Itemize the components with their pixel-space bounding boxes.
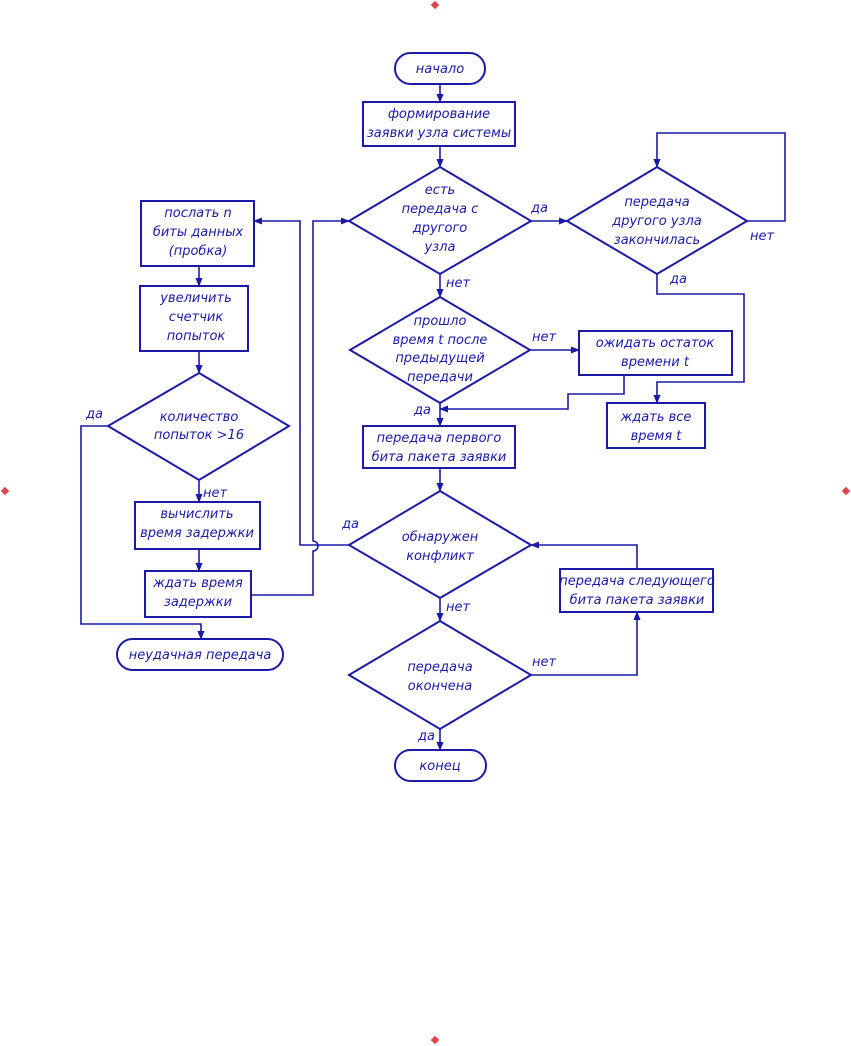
bottom-marker bbox=[430, 1035, 440, 1045]
attempts-yes-label: да bbox=[85, 407, 103, 422]
tx-done-no-label: нет bbox=[532, 655, 556, 670]
time-passed-label-4: передачи bbox=[407, 370, 473, 385]
start-terminal bbox=[394, 52, 486, 85]
form-request-box bbox=[362, 101, 516, 147]
time-passed-label-3: предыдущей bbox=[395, 351, 484, 366]
inc-counter-label-1: увеличить bbox=[159, 291, 231, 306]
calc-delay-box bbox=[134, 501, 261, 550]
wait-delay-label-2: задержки bbox=[164, 595, 232, 610]
edge-txdone-no bbox=[531, 611, 641, 676]
node-labels: начало формирование заявки узла системы … bbox=[129, 62, 715, 774]
edge-waitrest-join bbox=[439, 375, 625, 413]
conflict-label-2: конфликт bbox=[406, 549, 474, 564]
tx-done-label-1: передача bbox=[407, 660, 472, 675]
connectors bbox=[80, 84, 786, 751]
other-tx-yes-label: да bbox=[530, 201, 548, 216]
shapes bbox=[106, 52, 749, 782]
send-next-label-2: бита пакета заявки bbox=[570, 593, 705, 608]
other-tx-label-4: узла bbox=[424, 240, 456, 255]
inc-counter-box bbox=[139, 285, 249, 352]
time-passed-no-label: нет bbox=[532, 330, 556, 345]
send-jam-label-1: послать n bbox=[164, 206, 231, 221]
other-tx-label-1: есть bbox=[425, 183, 455, 198]
edge-otherdone-no bbox=[653, 132, 786, 222]
top-marker bbox=[430, 0, 440, 10]
start-label: начало bbox=[416, 62, 464, 77]
time-passed-yes-label: да bbox=[413, 403, 431, 418]
attempts-no-label: нет bbox=[203, 486, 227, 501]
other-tx-label-3: другого bbox=[412, 221, 468, 236]
conflict-decision bbox=[347, 489, 533, 600]
other-done-label-2: другого узла bbox=[611, 214, 702, 229]
calc-delay-label-2: время задержки bbox=[140, 526, 254, 541]
calc-delay-label-1: вычислить bbox=[160, 507, 233, 522]
end-label: конец bbox=[419, 759, 460, 774]
other-done-label-1: передача bbox=[624, 195, 689, 210]
right-marker bbox=[841, 486, 851, 496]
tx-done-label-2: окончена bbox=[408, 679, 472, 694]
edge-attempts-yes bbox=[80, 425, 205, 640]
wait-all-label-2: время t bbox=[631, 429, 683, 444]
send-jam-label-2: биты данных bbox=[153, 225, 244, 240]
conflict-yes-label: да bbox=[341, 517, 359, 532]
attempts-decision bbox=[106, 371, 291, 482]
send-first-label-2: бита пакета заявки bbox=[372, 450, 507, 465]
attempts-label-2: попыток >16 bbox=[154, 428, 244, 443]
edge-conflict-yes bbox=[253, 217, 349, 546]
form-request-label-1: формирование bbox=[388, 107, 490, 122]
conflict-no-label: нет bbox=[446, 600, 470, 615]
edge-waitdelay-retry bbox=[251, 217, 350, 596]
wait-rest-label-1: ожидать остаток bbox=[596, 336, 715, 351]
inc-counter-label-2: счетчик bbox=[169, 310, 224, 325]
send-jam-label-3: (пробка) bbox=[169, 244, 228, 259]
wait-all-box bbox=[606, 402, 706, 449]
send-next-box bbox=[559, 568, 714, 613]
conflict-label-1: обнаружен bbox=[402, 530, 479, 545]
other-done-no-label: нет bbox=[750, 229, 774, 244]
other-tx-decision bbox=[347, 165, 533, 276]
tx-done-yes-label: да bbox=[417, 729, 435, 744]
inc-counter-label-3: попыток bbox=[167, 329, 226, 344]
send-first-label-1: передача первого bbox=[377, 431, 502, 446]
send-next-label-1: передача следующего bbox=[559, 574, 715, 589]
edge-otherdone-yes bbox=[653, 274, 745, 404]
edge-sendnext-conflict bbox=[530, 541, 638, 569]
attempts-label-1: количество bbox=[160, 410, 239, 425]
form-request-label-2: заявки узла системы bbox=[367, 126, 511, 141]
tx-done-decision bbox=[347, 619, 533, 731]
time-passed-label-1: прошло bbox=[414, 314, 467, 329]
other-tx-label-2: передача с bbox=[402, 202, 479, 217]
wait-rest-label-2: времени t bbox=[621, 355, 690, 370]
edge-labels: да нет нет да нет да да нет нет да да не… bbox=[85, 201, 774, 744]
wait-all-label-1: ждать все bbox=[620, 410, 692, 425]
other-done-label-3: закончилась bbox=[614, 233, 700, 248]
send-first-box bbox=[362, 425, 516, 469]
wait-delay-label-1: ждать время bbox=[152, 576, 243, 591]
left-marker bbox=[0, 486, 10, 496]
end-terminal bbox=[394, 749, 487, 782]
other-done-yes-label: да bbox=[669, 272, 687, 287]
wait-delay-box bbox=[144, 570, 252, 618]
wait-rest-box bbox=[578, 330, 733, 376]
other-tx-no-label: нет bbox=[446, 276, 470, 291]
time-passed-decision bbox=[348, 295, 532, 405]
send-jam-box bbox=[140, 200, 255, 267]
other-done-decision bbox=[565, 165, 749, 276]
time-passed-label-2: время t после bbox=[393, 333, 488, 348]
fail-label: неудачная передача bbox=[129, 648, 272, 663]
fail-terminal bbox=[116, 638, 284, 671]
